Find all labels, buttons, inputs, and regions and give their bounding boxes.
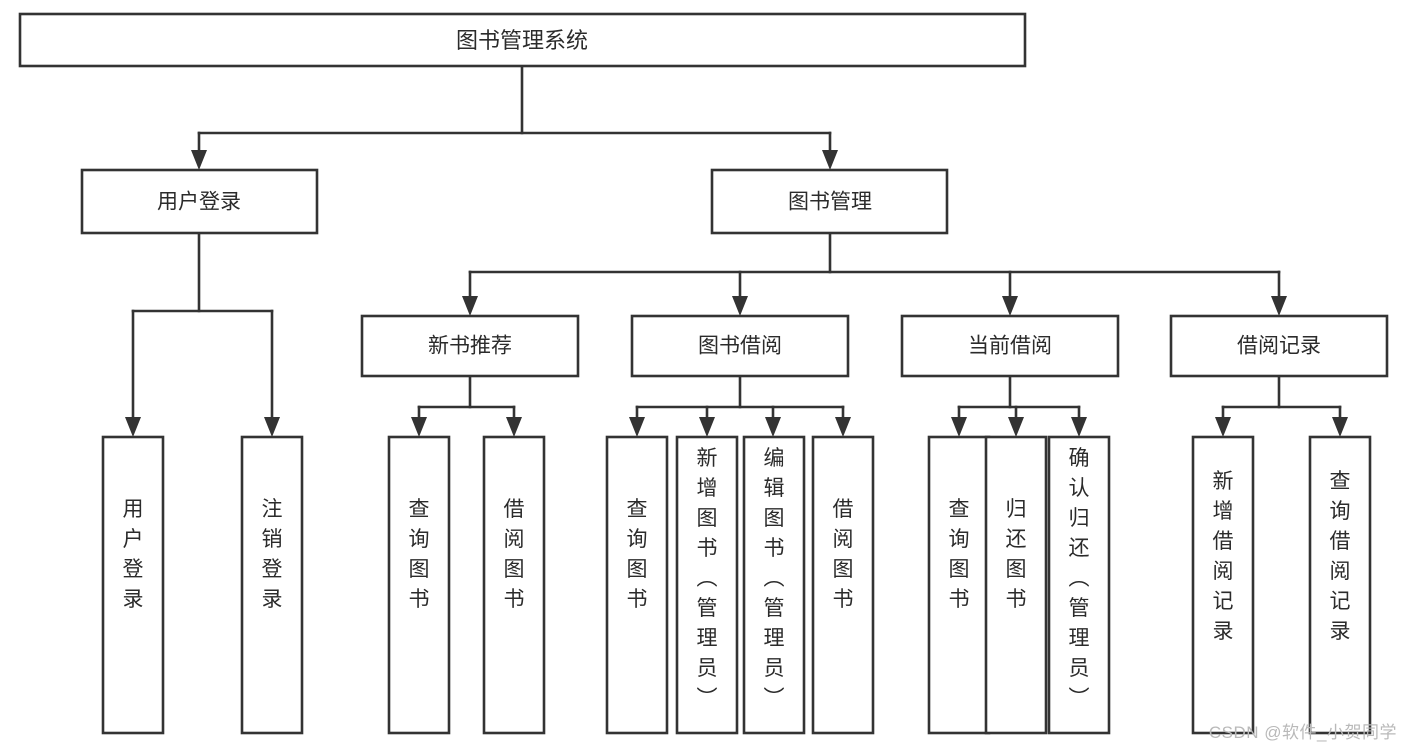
connector-group-user-login — [125, 231, 280, 437]
node-leaf-borrow-book-1-box[interactable] — [482, 435, 546, 735]
connector-group-current-borrow — [951, 374, 1087, 437]
node-new-book-rec-box[interactable] — [360, 314, 580, 378]
node-leaf-logout[interactable]: 注销登录 — [240, 435, 304, 735]
arrowhead-leaf-query-book-1 — [411, 417, 427, 437]
node-book-borrow[interactable]: 图书借阅 — [630, 314, 850, 378]
connector-group-book-manage — [462, 231, 1287, 316]
arrowhead-book-borrow — [732, 296, 748, 316]
arrowhead-leaf-query-book-3 — [951, 417, 967, 437]
node-leaf-confirm-return-label: 确认归还︵管理员︶ — [1069, 447, 1090, 710]
node-book-borrow-label: 图书借阅 — [698, 335, 782, 358]
node-current-borrow-label: 当前借阅 — [968, 335, 1052, 358]
node-leaf-query-record-label: 查询借阅记录 — [1330, 470, 1351, 643]
node-leaf-logout-label: 注销登录 — [262, 498, 283, 611]
node-leaf-borrow-book-2-label: 借阅图书 — [833, 498, 854, 611]
node-leaf-edit-book-label: 编辑图书︵管理员︶ — [764, 447, 785, 710]
node-leaf-return-book-label: 归还图书 — [1006, 498, 1027, 611]
node-book-manage[interactable]: 图书管理 — [710, 168, 949, 235]
node-user-login-label: 用户登录 — [157, 191, 241, 214]
arrowhead-new-book-rec — [462, 296, 478, 316]
node-leaf-borrow-book-2[interactable]: 借阅图书 — [811, 435, 875, 735]
arrowhead-leaf-logout — [264, 417, 280, 437]
node-leaf-logout-box[interactable] — [240, 435, 304, 735]
node-book-manage-label: 图书管理 — [788, 191, 872, 214]
arrowhead-leaf-query-record — [1332, 417, 1348, 437]
node-leaf-query-book-3[interactable]: 查询图书 — [927, 435, 991, 735]
arrowhead-leaf-query-book-2 — [629, 417, 645, 437]
node-leaf-return-book-box[interactable] — [984, 435, 1048, 735]
node-leaf-user-login-label: 用户登录 — [123, 498, 144, 611]
node-leaf-confirm-return-box[interactable] — [1047, 435, 1111, 735]
arrowhead-leaf-add-record — [1215, 417, 1231, 437]
node-new-book-rec-label: 新书推荐 — [428, 335, 512, 358]
node-leaf-query-book-1-box[interactable] — [387, 435, 451, 735]
node-leaf-query-book-2[interactable]: 查询图书 — [605, 435, 669, 735]
node-leaf-query-record-box[interactable] — [1308, 435, 1372, 735]
node-leaf-borrow-book-2-box[interactable] — [811, 435, 875, 735]
node-current-borrow[interactable]: 当前借阅 — [900, 314, 1120, 378]
node-root[interactable]: 图书管理系统 — [18, 12, 1027, 68]
arrowhead-leaf-edit-book — [765, 417, 781, 437]
connector-group-borrow-record — [1215, 374, 1348, 437]
node-leaf-query-book-1[interactable]: 查询图书 — [387, 435, 451, 735]
arrowhead-leaf-user-login — [125, 417, 141, 437]
node-leaf-add-record-box[interactable] — [1191, 435, 1255, 735]
connector-group-book-borrow — [629, 374, 851, 437]
node-leaf-query-record[interactable]: 查询借阅记录 — [1308, 435, 1372, 735]
node-leaf-query-book-2-box[interactable] — [605, 435, 669, 735]
node-leaf-user-login-box[interactable] — [101, 435, 165, 735]
node-leaf-query-book-2-label: 查询图书 — [627, 498, 648, 611]
node-leaf-add-record[interactable]: 新增借阅记录 — [1191, 435, 1255, 735]
node-borrow-record-label: 借阅记录 — [1237, 335, 1321, 358]
node-leaf-borrow-book-1-label: 借阅图书 — [504, 498, 525, 611]
node-leaf-user-login[interactable]: 用户登录 — [101, 435, 165, 735]
arrowhead-current-borrow — [1002, 296, 1018, 316]
arrowhead-leaf-borrow-book-1 — [506, 417, 522, 437]
connector-group-new-book-rec — [411, 374, 522, 437]
node-leaf-query-book-3-label: 查询图书 — [949, 498, 970, 611]
arrowhead-leaf-borrow-book-2 — [835, 417, 851, 437]
node-leaf-add-book[interactable]: 新增图书︵管理员︶ — [675, 435, 739, 735]
node-root-box[interactable] — [18, 12, 1027, 68]
arrowhead-user-login — [191, 150, 207, 170]
node-book-borrow-box[interactable] — [630, 314, 850, 378]
arrowhead-borrow-record — [1271, 296, 1287, 316]
node-leaf-borrow-book-1[interactable]: 借阅图书 — [482, 435, 546, 735]
node-new-book-rec[interactable]: 新书推荐 — [360, 314, 580, 378]
connector-group-root — [191, 64, 838, 170]
node-leaf-return-book[interactable]: 归还图书 — [984, 435, 1048, 735]
node-root-label: 图书管理系统 — [456, 28, 588, 53]
arrowhead-leaf-confirm-return — [1071, 417, 1087, 437]
node-leaf-query-book-1-label: 查询图书 — [409, 498, 430, 611]
node-leaf-add-book-box[interactable] — [675, 435, 739, 735]
csdn-watermark: CSDN @软件_小贺同学 — [1208, 723, 1397, 742]
arrowhead-leaf-add-book — [699, 417, 715, 437]
node-leaf-edit-book[interactable]: 编辑图书︵管理员︶ — [742, 435, 806, 735]
arrowhead-book-manage — [822, 150, 838, 170]
arrowhead-leaf-return-book — [1008, 417, 1024, 437]
node-user-login[interactable]: 用户登录 — [80, 168, 319, 235]
node-user-login-box[interactable] — [80, 168, 319, 235]
node-current-borrow-box[interactable] — [900, 314, 1120, 378]
node-leaf-query-book-3-box[interactable] — [927, 435, 991, 735]
node-leaf-add-record-label: 新增借阅记录 — [1213, 470, 1234, 643]
node-leaf-edit-book-box[interactable] — [742, 435, 806, 735]
node-leaf-add-book-label: 新增图书︵管理员︶ — [697, 447, 718, 710]
node-leaf-confirm-return[interactable]: 确认归还︵管理员︶ — [1047, 435, 1111, 735]
node-book-manage-box[interactable] — [710, 168, 949, 235]
node-borrow-record-box[interactable] — [1169, 314, 1389, 378]
node-borrow-record[interactable]: 借阅记录 — [1169, 314, 1389, 378]
